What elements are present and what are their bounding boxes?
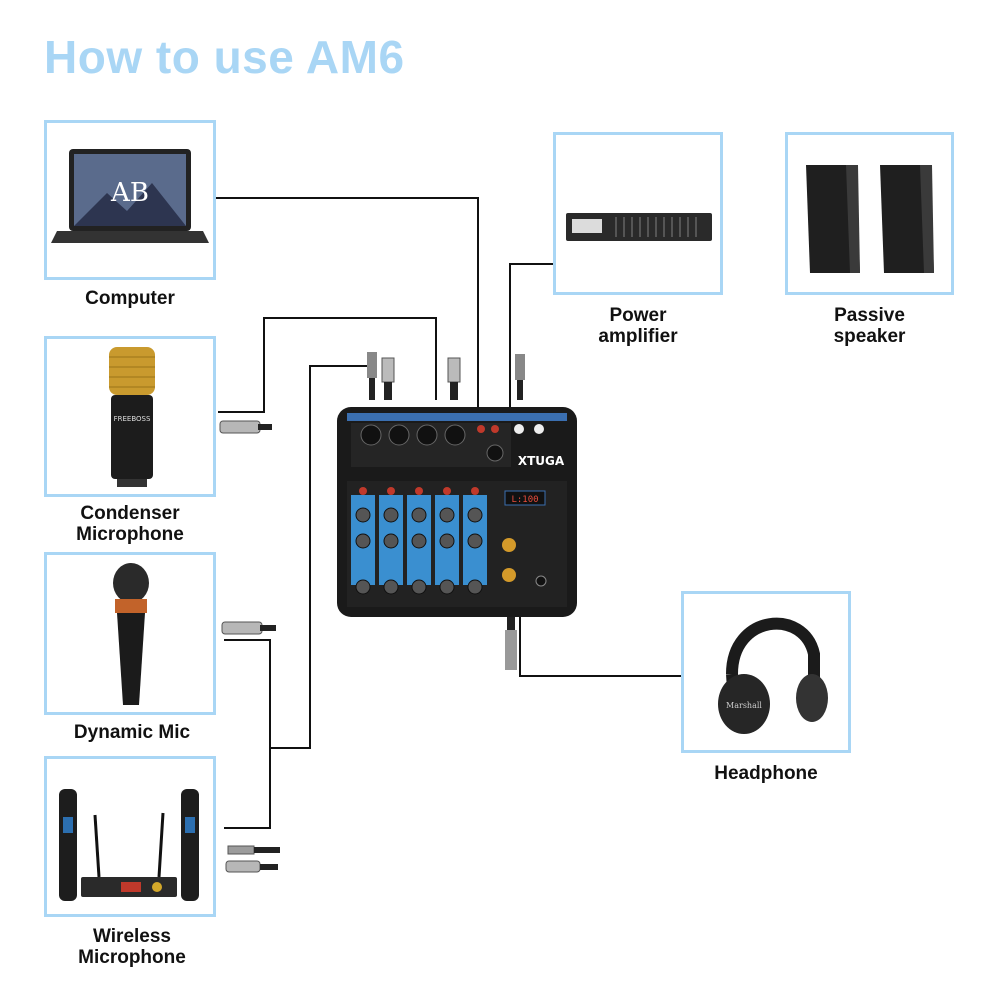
speaker-label-line2: speaker — [833, 326, 906, 347]
connector-plugs — [219, 352, 525, 873]
wire-dynamic-2 — [224, 639, 271, 748]
condenser-label: Condenser Microphone — [44, 503, 216, 545]
xlr-plug-dynamic — [221, 621, 276, 635]
headphone-label: Headphone — [714, 763, 818, 784]
amplifier-label: Power amplifier — [553, 305, 723, 347]
page-title: How to use AM6 — [44, 31, 405, 83]
speaker-icon — [806, 165, 934, 273]
amplifier-label-line1: Power — [609, 305, 667, 326]
speaker-label-line1: Passive — [834, 305, 905, 326]
speaker-label: Passive speaker — [785, 305, 954, 347]
speaker-box — [785, 132, 954, 295]
top-plugs — [367, 352, 525, 400]
computer-label: Computer — [85, 288, 175, 309]
amplifier-icon — [566, 213, 712, 241]
dynamic-box — [44, 552, 216, 715]
amplifier-box — [553, 132, 723, 295]
wireless-label: Wireless Microphone — [44, 926, 220, 968]
wireless-box — [44, 756, 216, 917]
dynamic-label: Dynamic Mic — [73, 722, 191, 743]
mixer-device: XTUGA L:100 — [337, 407, 577, 617]
wireless-mic-icon — [59, 789, 199, 901]
headphone-icon: Marshall — [718, 617, 828, 734]
dynamic-mic-icon — [113, 563, 149, 705]
svg-text:FREEBOSS: FREEBOSS — [114, 415, 151, 423]
computer-box: AB — [44, 120, 216, 280]
svg-text:Marshall: Marshall — [726, 701, 762, 710]
wireless-label-line2: Microphone — [78, 947, 186, 968]
condenser-label-line2: Microphone — [76, 524, 184, 545]
amplifier-label-line2: amplifier — [598, 326, 678, 347]
xlr-plug-condenser — [219, 420, 272, 434]
wire-computer — [216, 197, 479, 420]
svg-text:AB: AB — [110, 178, 149, 208]
wireless-label-line1: Wireless — [93, 926, 171, 947]
mixer-brand: XTUGA — [518, 454, 565, 468]
laptop-icon: AB — [51, 149, 209, 243]
condenser-label-line1: Condenser — [80, 503, 180, 524]
jack-plug-wireless — [225, 845, 280, 873]
condenser-mic-icon: FREEBOSS — [109, 347, 155, 487]
headphone-box: Marshall — [681, 591, 851, 753]
bottom-plug — [505, 612, 517, 670]
wire-amplifier — [509, 263, 553, 420]
wire-wireless — [224, 748, 271, 829]
mixer-display: L:100 — [511, 495, 538, 505]
wire-headphone — [519, 614, 681, 677]
wire-condenser — [218, 317, 437, 413]
condenser-box: FREEBOSS — [44, 336, 216, 497]
